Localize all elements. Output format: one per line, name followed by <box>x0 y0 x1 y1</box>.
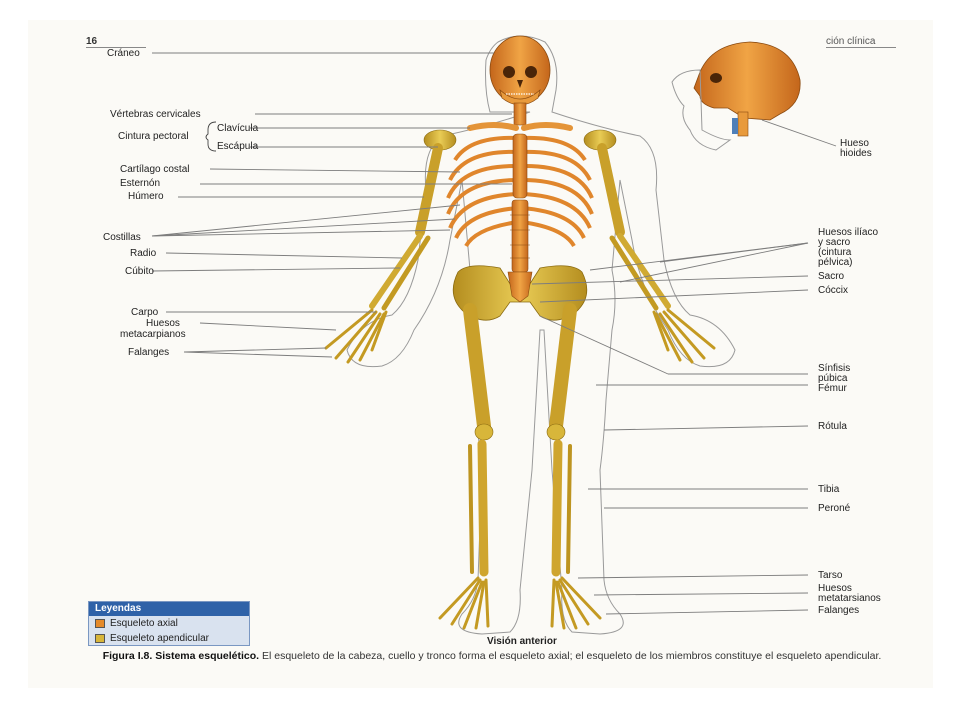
legend-title: Leyendas <box>89 602 249 616</box>
label-falanges-hand: Falanges <box>128 347 170 358</box>
label-sinfisis-2: púbica <box>818 373 848 384</box>
right-hand <box>652 308 716 364</box>
label-rotula: Rótula <box>818 421 847 432</box>
label-esternon: Esternón <box>120 178 161 189</box>
label-vertebras: Vértebras cervicales <box>110 109 201 120</box>
label-iliaco-2: y sacro <box>818 237 851 248</box>
label-craneo: Cráneo <box>107 48 140 59</box>
page-number: 16 <box>86 36 98 47</box>
label-carpo: Carpo <box>131 307 159 318</box>
lumbar-spine <box>511 199 529 273</box>
label-iliaco-1: Huesos ilíaco <box>818 227 879 238</box>
label-hioides-1: Hueso <box>840 138 869 149</box>
label-sinfisis-1: Sínfisis <box>818 363 851 374</box>
running-head: ción clínica <box>826 36 876 47</box>
left-hand <box>324 308 388 364</box>
view-label: Visión anterior <box>487 636 557 647</box>
rib-cage <box>446 135 594 248</box>
body-outline <box>346 35 736 635</box>
label-metacarpianos-1: Huesos <box>146 318 180 329</box>
label-cintura-pectoral: Cintura pectoral <box>118 131 189 142</box>
figure-caption: Figura I.8. Sistema esquelético. El esqu… <box>92 650 892 662</box>
label-femur: Fémur <box>818 383 847 394</box>
label-hioides-2: hioides <box>840 148 872 159</box>
eye-socket-left <box>503 66 515 78</box>
leader-lines <box>151 52 837 615</box>
clavicle <box>467 122 573 131</box>
header-rule-right <box>826 47 896 48</box>
legend-item-appendicular: Esqueleto apendicular <box>89 631 249 646</box>
label-perone: Peroné <box>818 503 851 514</box>
label-coccix: Cóccix <box>818 285 849 296</box>
eye-socket-right <box>525 66 537 78</box>
sternum <box>512 133 528 199</box>
side-head-inset <box>671 41 801 151</box>
header-rule <box>86 47 146 48</box>
label-costillas: Costillas <box>103 232 141 243</box>
right-leg <box>546 303 577 577</box>
left-foot <box>438 576 490 630</box>
label-metacarpianos-2: metacarpianos <box>120 329 186 340</box>
label-cubito: Cúbito <box>125 266 154 277</box>
legend-box: Leyendas Esqueleto axial Esqueleto apend… <box>88 601 250 646</box>
nasal-cavity <box>517 80 523 88</box>
label-clavicula: Clavícula <box>217 123 259 134</box>
right-foot <box>550 576 602 630</box>
label-falanges-foot: Falanges <box>818 605 860 616</box>
label-radio: Radio <box>130 248 157 259</box>
label-tibia: Tibia <box>818 484 840 495</box>
label-metatarsianos-1: Huesos <box>818 583 852 594</box>
caption-figure: Figura I.8. Sistema esquelético. <box>102 650 260 662</box>
right-arm <box>597 143 671 311</box>
left-leg <box>463 303 494 577</box>
pectoral-brace <box>205 121 217 152</box>
sacrum <box>507 271 533 303</box>
left-arm <box>369 143 443 311</box>
legend-label-axial: Esqueleto axial <box>110 618 178 629</box>
legend-swatch-axial <box>95 619 105 628</box>
legend-label-appendicular: Esqueleto apendicular <box>110 633 209 644</box>
cervical-vertebrae <box>513 102 527 126</box>
label-iliaco-4: pélvica) <box>818 257 853 268</box>
label-sacro: Sacro <box>818 271 845 282</box>
label-iliaco-3: (cintura <box>818 247 852 258</box>
jaw <box>499 88 541 106</box>
label-metatarsianos-2: metatarsianos <box>818 593 881 604</box>
caption-text: El esqueleto de la cabeza, cuello y tron… <box>259 650 882 662</box>
label-cartilago: Cartílago costal <box>120 164 190 175</box>
legend-item-axial: Esqueleto axial <box>89 616 249 631</box>
legend-swatch-appendicular <box>95 634 105 643</box>
label-tarso: Tarso <box>818 570 843 581</box>
label-humero: Húmero <box>128 191 164 202</box>
label-escapula: Escápula <box>217 141 259 152</box>
